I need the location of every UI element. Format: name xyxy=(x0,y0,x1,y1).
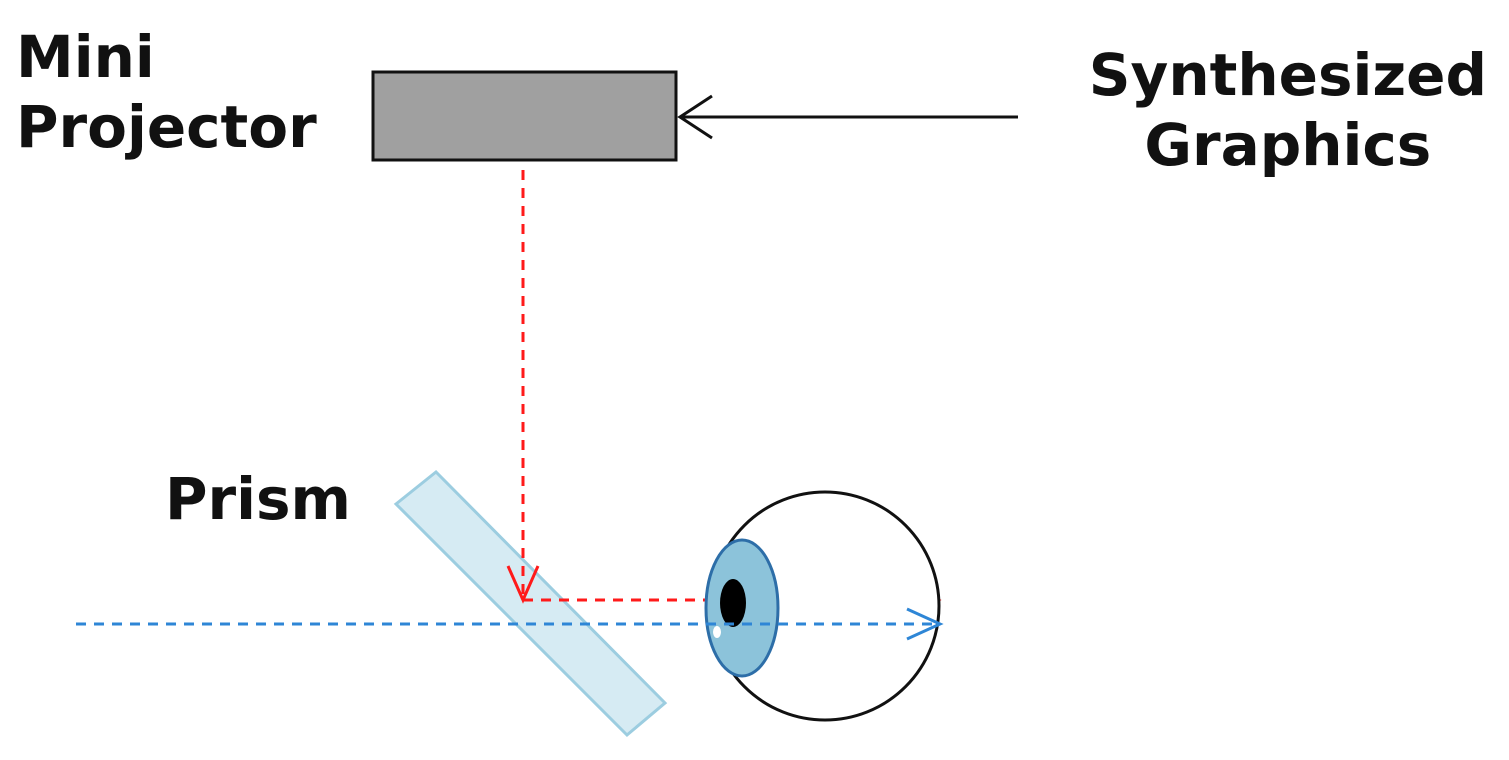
synthesized-graphics-label-line-1: Synthesized xyxy=(1088,41,1487,109)
prism-shape xyxy=(393,469,668,738)
mini-projector-label: Mini Projector xyxy=(16,22,317,162)
synthesized-graphics-label: Synthesized Graphics xyxy=(1089,40,1487,180)
mini-projector-label-line-1: Mini xyxy=(16,23,155,91)
mini-projector-label-line-2: Projector xyxy=(16,93,317,161)
prism-label: Prism xyxy=(165,465,351,533)
mini-projector-box xyxy=(371,70,678,162)
graphics-input-arrowhead xyxy=(677,94,713,140)
pupil xyxy=(720,579,746,627)
synthesized-graphics-label-line-2: Graphics xyxy=(1144,111,1432,179)
blue-ray-arrowhead xyxy=(906,607,944,641)
eye-highlight xyxy=(713,626,721,638)
